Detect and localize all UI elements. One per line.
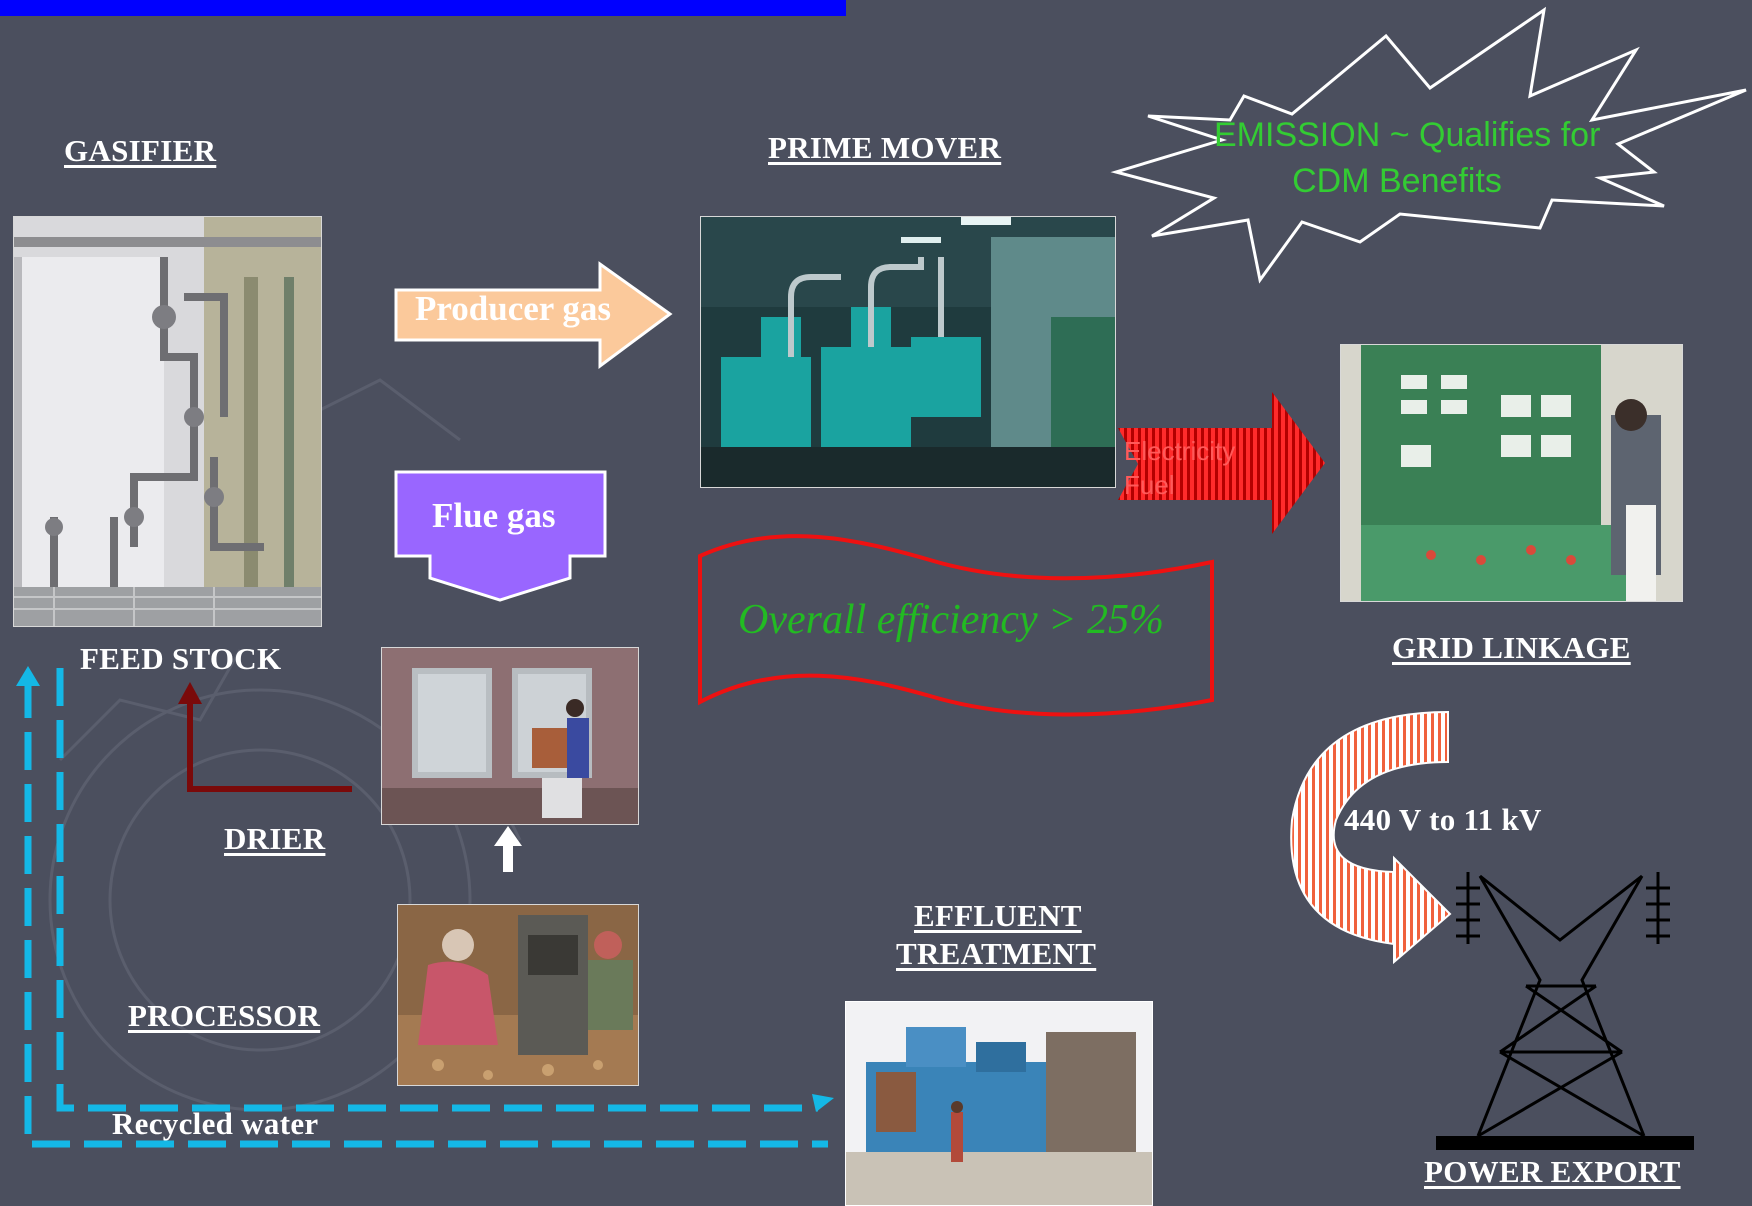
- grid-linkage-label: GRID LINKAGE: [1392, 630, 1631, 665]
- drier-label: DRIER: [224, 821, 326, 856]
- emission-text-line2: CDM Benefits: [1292, 162, 1502, 200]
- emission-text-line1: EMISSION ~ Qualifies for: [1214, 116, 1601, 154]
- producer-gas-text: Producer gas: [415, 289, 612, 328]
- processor-photo: [397, 904, 639, 1086]
- electricity-text-line1: Electricity: [1124, 436, 1236, 466]
- flue-gas-text: Flue gas: [432, 496, 556, 535]
- flue-gas-arrow: [394, 470, 607, 602]
- effluent-label-line2: TREATMENT: [896, 936, 1097, 971]
- prime-mover-label: PRIME MOVER: [768, 130, 1002, 165]
- effluent-label-line1: EFFLUENT: [914, 898, 1082, 933]
- recycled-water-line: [24, 668, 828, 1148]
- gasifier-label: GASIFIER: [64, 133, 217, 168]
- effluent-photo: [845, 1001, 1153, 1206]
- efficiency-banner: [698, 534, 1214, 717]
- prime-mover-photo: [700, 216, 1116, 488]
- tower-base: [1436, 1136, 1694, 1150]
- voltage-label: 440 V to 11 kV: [1344, 802, 1542, 837]
- drier-to-feedstock-arrow: [187, 700, 352, 792]
- electricity-arrow: [1118, 392, 1325, 534]
- title-bar: [0, 0, 846, 16]
- efficiency-text: Overall efficiency > 25%: [738, 597, 1165, 643]
- emission-starburst: [1110, 6, 1747, 284]
- grid-linkage-photo: [1340, 344, 1683, 602]
- power-export-label: POWER EXPORT: [1424, 1154, 1681, 1189]
- drier-photo: [381, 647, 639, 825]
- feed-stock-label: FEED STOCK: [80, 641, 282, 676]
- processor-to-drier-arrow: [494, 826, 522, 872]
- transmission-tower: [1456, 872, 1670, 1138]
- recycled-water-label: Recycled water: [112, 1106, 319, 1141]
- voltage-curved-arrow: [1290, 710, 1452, 965]
- processor-label: PROCESSOR: [128, 998, 321, 1033]
- gasifier-photo: [13, 216, 322, 627]
- electricity-text-line2: Fuel: [1124, 470, 1175, 500]
- producer-gas-arrow: [394, 261, 673, 369]
